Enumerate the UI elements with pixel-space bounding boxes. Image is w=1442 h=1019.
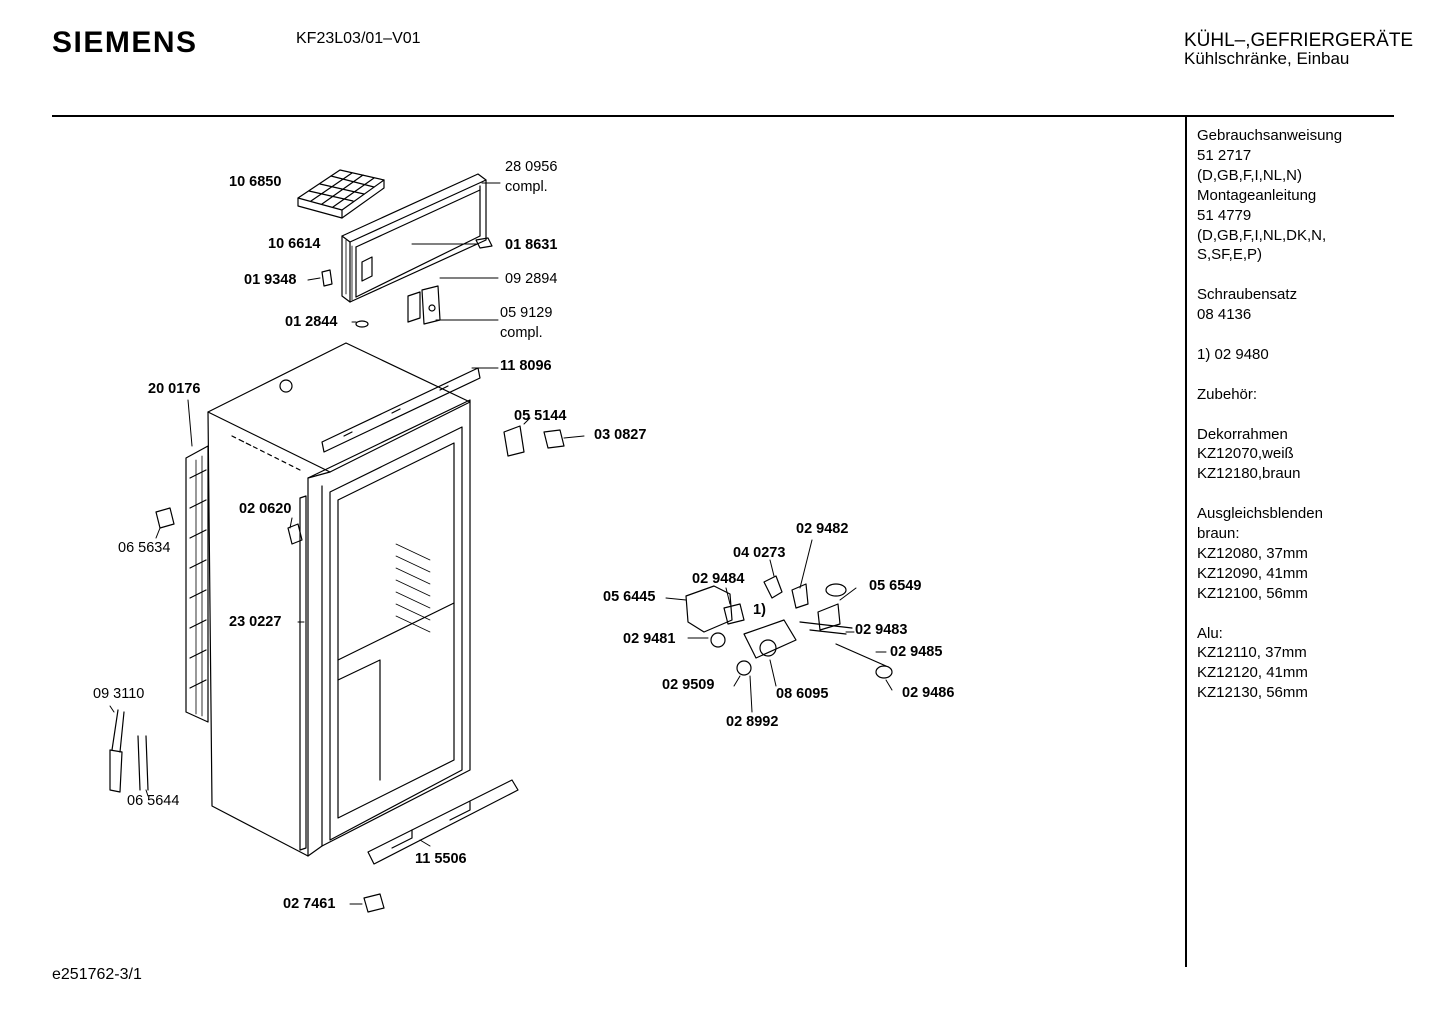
part-label: 02 9485 xyxy=(890,644,943,660)
part-label: 10 6850 xyxy=(229,174,282,190)
category-subtitle: Kühlschränke, Einbau xyxy=(1184,49,1350,68)
info-line: KZ12070,weiß xyxy=(1197,445,1294,463)
info-line: Gebrauchsanweisung xyxy=(1197,127,1343,144)
info-line: KZ12180,braun xyxy=(1197,465,1301,483)
fridge-cabinet xyxy=(207,342,471,857)
header-divider xyxy=(52,115,1394,117)
part-label: 02 0620 xyxy=(239,501,292,517)
part-label: compl. xyxy=(500,325,543,341)
info-line: KZ12130, 56mm xyxy=(1197,684,1308,702)
part-label: 02 9481 xyxy=(623,631,676,647)
part-label: 04 0273 xyxy=(733,545,786,561)
info-line: 08 4136 xyxy=(1197,306,1252,324)
part-label: compl. xyxy=(505,179,548,195)
part-label: 01 9348 xyxy=(244,272,297,288)
category-title: KÜHL–,GEFRIERGERÄTE xyxy=(1184,30,1414,51)
evaporator-fins xyxy=(395,543,431,633)
info-line: Schraubensatz xyxy=(1197,286,1298,304)
part-label: 28 0956 xyxy=(505,159,558,175)
part-label: 02 9483 xyxy=(855,622,908,638)
part-label: 06 5634 xyxy=(118,540,171,556)
leader-lines xyxy=(109,182,893,905)
part-label: 06 5644 xyxy=(127,793,180,809)
info-line: Ausgleichsblenden xyxy=(1197,505,1323,523)
rails xyxy=(299,367,519,865)
info-line: KZ12110, 37mm xyxy=(1197,644,1307,662)
part-label: 05 5144 xyxy=(514,408,567,424)
document-id: e251762-3/1 xyxy=(52,966,142,983)
part-label: 10 6614 xyxy=(268,236,321,252)
part-label: 02 9482 xyxy=(796,521,849,537)
info-line: Dekorrahmen xyxy=(1197,425,1288,443)
small-hardware xyxy=(155,425,565,913)
info-line: Alu: xyxy=(1197,624,1223,642)
part-label: 20 0176 xyxy=(148,381,201,397)
thermostat-assembly xyxy=(685,575,893,679)
part-label: 01 2844 xyxy=(285,314,338,330)
sensor-probe xyxy=(109,709,149,793)
part-label: 05 6549 xyxy=(869,578,922,594)
info-panel: Gebrauchsanweisung 51 2717 (D,GB,F,I,NL,… xyxy=(1197,126,1342,703)
info-line: KZ12120, 41mm xyxy=(1197,664,1308,682)
part-label: 02 7461 xyxy=(283,896,336,912)
part-label: 01 8631 xyxy=(505,237,558,253)
model-number: KF23L03/01–V01 xyxy=(296,30,421,47)
info-line: (D,GB,F,I,NL,DK,N, xyxy=(1197,226,1327,244)
ice-tray xyxy=(297,169,385,219)
info-line: 51 4779 xyxy=(1197,206,1252,224)
brand-logo: SIEMENS xyxy=(52,26,198,59)
info-line: KZ12090, 41mm xyxy=(1197,564,1308,582)
info-line: (D,GB,F,I,NL,N) xyxy=(1197,166,1303,184)
freezer-door xyxy=(341,173,487,303)
info-line: Montageanleitung xyxy=(1197,186,1317,204)
part-label: 09 2894 xyxy=(505,271,558,287)
info-line: 51 2717 xyxy=(1197,146,1252,164)
hinge-parts xyxy=(321,237,493,328)
info-line: KZ12100, 56mm xyxy=(1197,584,1308,602)
note-marker: 1) xyxy=(753,602,766,618)
side-divider xyxy=(1185,117,1187,967)
part-label: 02 9509 xyxy=(662,677,715,693)
info-line: braun: xyxy=(1197,525,1240,543)
part-label: 11 5506 xyxy=(415,851,467,867)
part-label: 03 0827 xyxy=(594,427,647,443)
info-line: KZ12080, 37mm xyxy=(1197,544,1308,562)
part-label: 05 9129 xyxy=(500,305,553,321)
info-line: S,SF,E,P) xyxy=(1197,246,1263,264)
part-label: 11 8096 xyxy=(500,358,552,374)
part-label: 05 6445 xyxy=(603,589,656,605)
info-line: 1) 02 9480 xyxy=(1197,345,1269,363)
part-label: 02 8992 xyxy=(726,714,779,730)
part-label: 09 3110 xyxy=(93,686,145,702)
info-line: Zubehör: xyxy=(1197,385,1258,403)
part-label: 23 0227 xyxy=(229,614,282,630)
condenser-grid xyxy=(185,445,209,723)
part-label: 02 9486 xyxy=(902,685,955,701)
part-label: 02 9484 xyxy=(692,571,745,587)
part-label: 08 6095 xyxy=(776,686,829,702)
